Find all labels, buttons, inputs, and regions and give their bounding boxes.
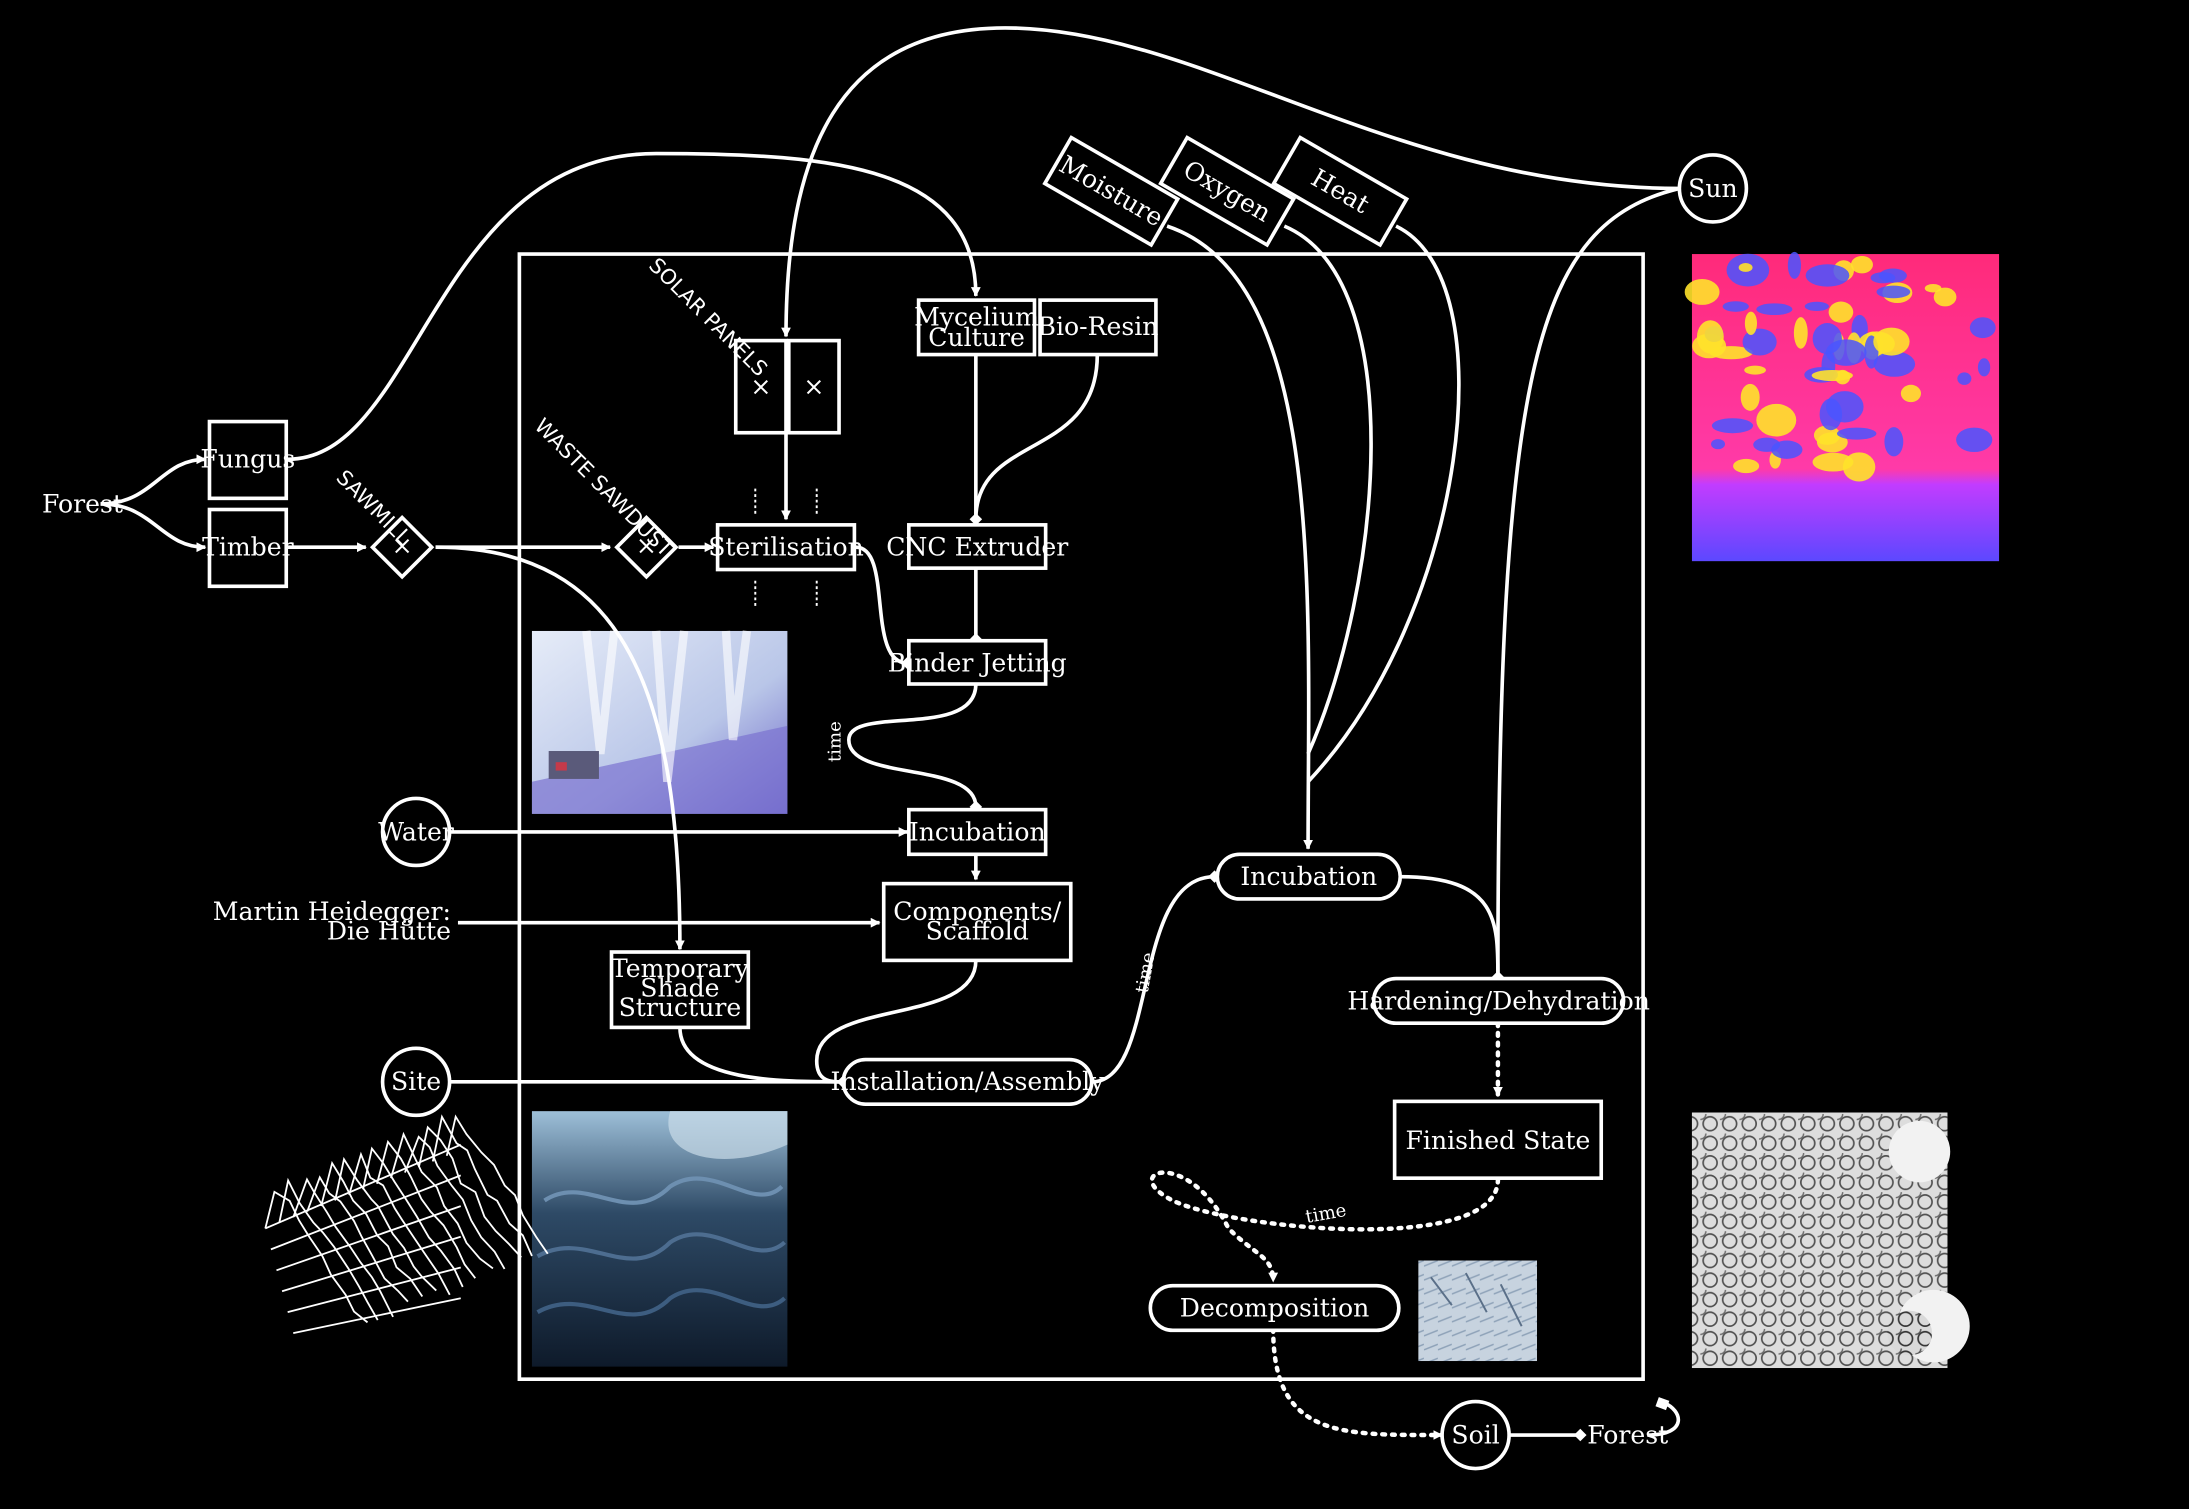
svg-text:Shade: Shade: [640, 974, 719, 1003]
svg-text:Structure: Structure: [619, 993, 742, 1022]
svg-text:CNC Extruder: CNC Extruder: [886, 533, 1068, 562]
svg-text:Incubation: Incubation: [1240, 862, 1377, 891]
sterilisation-box: Sterilisation: [708, 523, 864, 572]
heidegger-label-line1: Martin Heidegger:: [213, 897, 451, 926]
material-texture-image: [1418, 1260, 1538, 1362]
svg-text:Fungus: Fungus: [200, 445, 295, 474]
mycelium-closeup-photo: [531, 1111, 788, 1367]
time-label-1: time: [824, 721, 845, 762]
growth-pattern-image: [1691, 1112, 1970, 1369]
svg-text:Soil: Soil: [1451, 1420, 1499, 1449]
sawmill-node: ×: [369, 515, 435, 580]
installation-assembly-pill: Installation/Assembly: [831, 1057, 1106, 1106]
oxygen-box: Oxygen: [1158, 135, 1297, 248]
forest-source-label: Forest: [42, 489, 123, 518]
incubation-box-1: Incubation: [907, 807, 1048, 857]
svg-text:Finished State: Finished State: [1406, 1126, 1591, 1155]
fungus-box: Fungus: [200, 419, 295, 501]
forest-photo: [531, 630, 788, 814]
heat-box: Heat: [1271, 135, 1410, 248]
bio-resin-box: Bio-Resin: [1038, 298, 1159, 357]
process-frame: [517, 252, 1645, 1381]
svg-text:Culture: Culture: [928, 323, 1025, 352]
svg-text:Water: Water: [378, 817, 454, 846]
wireframe-terrain-image: [264, 1114, 549, 1335]
timber-box: Timber: [202, 507, 294, 589]
time-label-2: time: [1132, 951, 1160, 995]
svg-text:×: ×: [636, 531, 657, 560]
svg-text:Mycelium: Mycelium: [914, 302, 1039, 331]
svg-text:Components/: Components/: [893, 897, 1062, 926]
cnc-extruder-box: CNC Extruder: [886, 523, 1068, 570]
svg-text:Incubation: Incubation: [909, 817, 1046, 846]
water-node: Water: [378, 796, 454, 868]
svg-text:Site: Site: [391, 1067, 441, 1096]
svg-text:Decomposition: Decomposition: [1180, 1293, 1370, 1322]
svg-text:Timber: Timber: [202, 533, 294, 562]
sawmill-label: SAWMILL: [332, 465, 416, 549]
hardening-dehydration-pill: Hardening/Dehydration: [1347, 976, 1650, 1026]
sun-node: Sun: [1677, 153, 1749, 224]
forest-end-label: Forest: [1587, 1420, 1668, 1449]
svg-text:Binder Jetting: Binder Jetting: [888, 648, 1067, 677]
svg-text:Bio-Resin: Bio-Resin: [1038, 312, 1159, 341]
time-label-3: time: [1304, 1200, 1348, 1228]
waste-sawdust-node: ×: [614, 515, 679, 580]
svg-text:Temporary: Temporary: [611, 954, 750, 983]
finished-state-box: Finished State: [1392, 1099, 1604, 1180]
svg-text:Installation/Assembly: Installation/Assembly: [831, 1067, 1106, 1096]
solar-panel-boxes: × ×: [733, 338, 841, 435]
soil-node: Soil: [1440, 1399, 1511, 1471]
svg-text:Scaffold: Scaffold: [926, 916, 1029, 945]
moisture-box: Moisture: [1042, 135, 1181, 248]
binder-jetting-box: Binder Jetting: [888, 638, 1067, 686]
connectors: [100, 26, 1680, 1442]
svg-text:×: ×: [803, 372, 824, 401]
decomposition-pill: Decomposition: [1148, 1283, 1401, 1333]
svg-text:Hardening/Dehydration: Hardening/Dehydration: [1347, 986, 1650, 1015]
svg-text:Sun: Sun: [1688, 174, 1738, 203]
site-node: Site: [380, 1046, 452, 1118]
solar-panels-label: SOLAR PANELS: [644, 253, 772, 381]
components-scaffold-box: Components/Scaffold: [881, 881, 1073, 963]
svg-text:×: ×: [392, 531, 413, 560]
svg-text:Sterilisation: Sterilisation: [708, 533, 864, 562]
svg-text:×: ×: [750, 372, 771, 401]
heidegger-label-line2: Die Hütte: [327, 916, 451, 945]
waste-sawdust-label: WASTE SAWDUST: [530, 414, 678, 562]
thermal-heatmap-image: [1684, 251, 2000, 562]
incubation-pill-2: Incubation: [1215, 852, 1403, 901]
